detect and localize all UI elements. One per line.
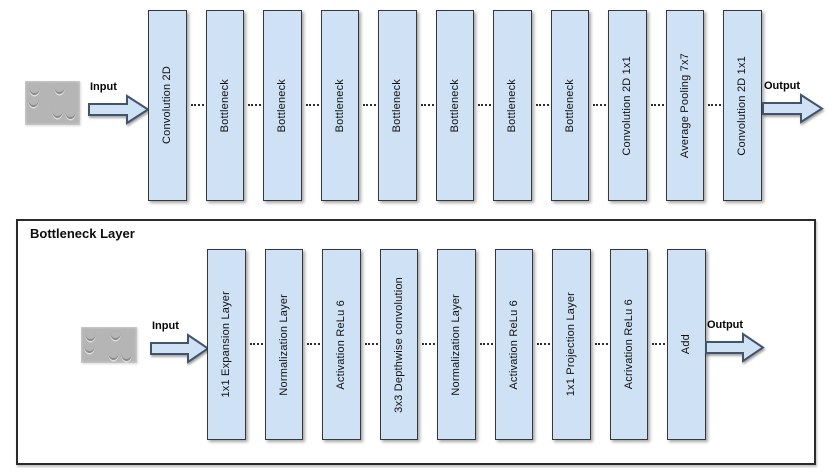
input-sample-image xyxy=(81,327,137,363)
layer-label: Bottleneck xyxy=(506,78,519,133)
layer-label: Convolution 2D 1x1 xyxy=(736,55,749,156)
photo-mark xyxy=(28,98,39,107)
photo-mark xyxy=(110,331,121,340)
layer-label: Bottleneck xyxy=(448,78,461,133)
right-arrow-icon xyxy=(705,332,765,363)
layer-box: Convolution 2D 1x1 xyxy=(593,10,647,201)
overview-output: Output xyxy=(762,80,824,124)
layer-label: 1x1 Expansion Layer xyxy=(220,291,233,398)
input-label: Input xyxy=(152,320,179,332)
bottleneck-layer-sequence: 1x1 Expansion Layer Normalization Layer … xyxy=(207,249,706,440)
photo-mark xyxy=(108,351,119,360)
panel-title: Bottleneck Layer xyxy=(30,226,135,241)
layer-box: Bottleneck xyxy=(248,10,302,201)
layer-box: Bottleneck xyxy=(420,10,474,201)
layer-box: Acrivation ReLu 6 xyxy=(594,249,648,440)
layer-label: Convolution 2D 1x1 xyxy=(621,55,634,156)
overview-layer-sequence: Convolution 2D Bottleneck Bottleneck Bot… xyxy=(148,10,762,201)
layer-box: 1x1 Expansion Layer xyxy=(207,249,246,440)
photo-mark xyxy=(65,110,76,119)
layer-box: Convolution 2D 1x1 xyxy=(708,10,762,201)
layer-box: Bottleneck xyxy=(535,10,589,201)
layer-box: Add xyxy=(652,249,706,440)
layer-label: Activation ReLu 6 xyxy=(335,299,348,390)
right-arrow-icon xyxy=(762,93,824,124)
photo-mark xyxy=(85,332,96,341)
photo-mark xyxy=(29,86,40,95)
layer-label: Normalization Layer xyxy=(277,293,290,396)
layer-box: Normalization Layer xyxy=(249,249,303,440)
output-label: Output xyxy=(764,80,801,92)
layer-label: Bottleneck xyxy=(391,78,404,133)
input-sample-image xyxy=(25,81,80,125)
photo-mark xyxy=(54,85,65,94)
layer-label: Average Pooling 7x7 xyxy=(678,52,691,159)
detail-input: Input xyxy=(150,320,210,364)
layer-label: Activation ReLu 6 xyxy=(507,299,520,390)
detail-output: Output xyxy=(705,319,765,363)
layer-box: Convolution 2D xyxy=(148,10,187,201)
layer-box: Average Pooling 7x7 xyxy=(650,10,704,201)
input-label: Input xyxy=(90,81,117,93)
layer-box: Activation ReLu 6 xyxy=(307,249,361,440)
layer-box: Bottleneck xyxy=(305,10,359,201)
layer-label: Bottleneck xyxy=(333,78,346,133)
layer-label: Bottleneck xyxy=(276,78,289,133)
layer-label: Bottleneck xyxy=(563,78,576,133)
layer-label: Add xyxy=(680,334,693,355)
right-arrow-icon xyxy=(88,94,150,125)
layer-box: 1x1 Projection Layer xyxy=(537,249,591,440)
layer-box: Bottleneck xyxy=(190,10,244,201)
photo-mark xyxy=(52,109,63,118)
layer-label: Normalization Layer xyxy=(450,293,463,396)
photo-mark xyxy=(84,344,95,353)
output-label: Output xyxy=(707,319,744,331)
layer-box: 3x3 Depthwise convolution xyxy=(364,249,418,440)
layer-label: 3x3 Depthwise convolution xyxy=(392,276,405,413)
layer-label: Acrivation ReLu 6 xyxy=(622,299,635,390)
overview-input: Input xyxy=(88,81,150,125)
photo-mark xyxy=(121,352,132,361)
layer-box: Normalization Layer xyxy=(422,249,476,440)
layer-box: Bottleneck xyxy=(363,10,417,201)
layer-label: Bottleneck xyxy=(218,78,231,133)
layer-box: Activation ReLu 6 xyxy=(479,249,533,440)
layer-label: Convolution 2D xyxy=(161,66,174,145)
layer-label: 1x1 Projection Layer xyxy=(565,292,578,397)
layer-box: Bottleneck xyxy=(478,10,532,201)
right-arrow-icon xyxy=(150,333,210,364)
